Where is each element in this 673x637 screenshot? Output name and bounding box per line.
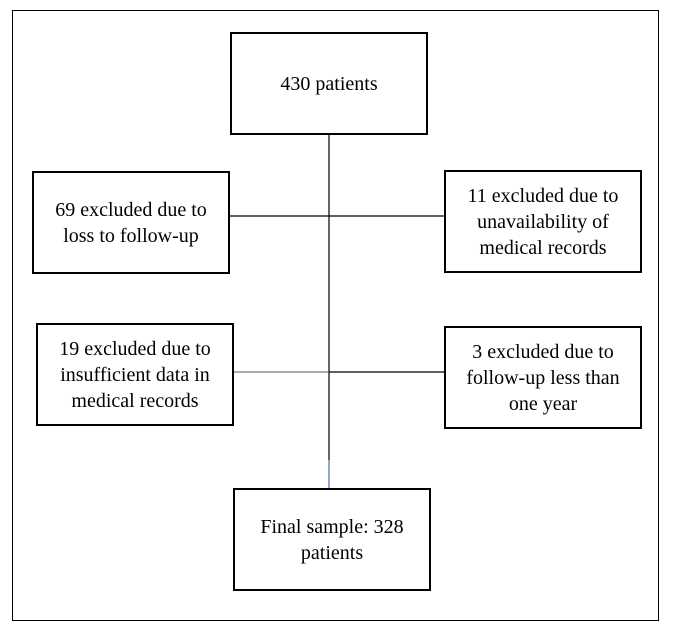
final-sample-label: Final sample: 328 patients — [260, 515, 404, 564]
start-label: 430 patients — [280, 72, 378, 95]
exclusion-label: 3 excluded due to follow-up less than on… — [466, 340, 620, 415]
exclusion-box-loss-to-follow-up: 69 excluded due to loss to follow-up — [32, 171, 230, 274]
figure-frame — [12, 10, 659, 621]
start-box: 430 patients — [230, 32, 428, 135]
exclusion-box-insufficient-data: 19 excluded due to insufficient data in … — [36, 323, 234, 426]
exclusion-label: 11 excluded due to unavailability of med… — [467, 184, 619, 259]
exclusion-label: 19 excluded due to insufficient data in … — [59, 337, 211, 412]
exclusion-box-short-follow-up: 3 excluded due to follow-up less than on… — [444, 326, 642, 429]
exclusion-box-unavailable-records: 11 excluded due to unavailability of med… — [444, 170, 642, 273]
final-sample-box: Final sample: 328 patients — [233, 488, 431, 591]
exclusion-label: 69 excluded due to loss to follow-up — [55, 198, 207, 247]
